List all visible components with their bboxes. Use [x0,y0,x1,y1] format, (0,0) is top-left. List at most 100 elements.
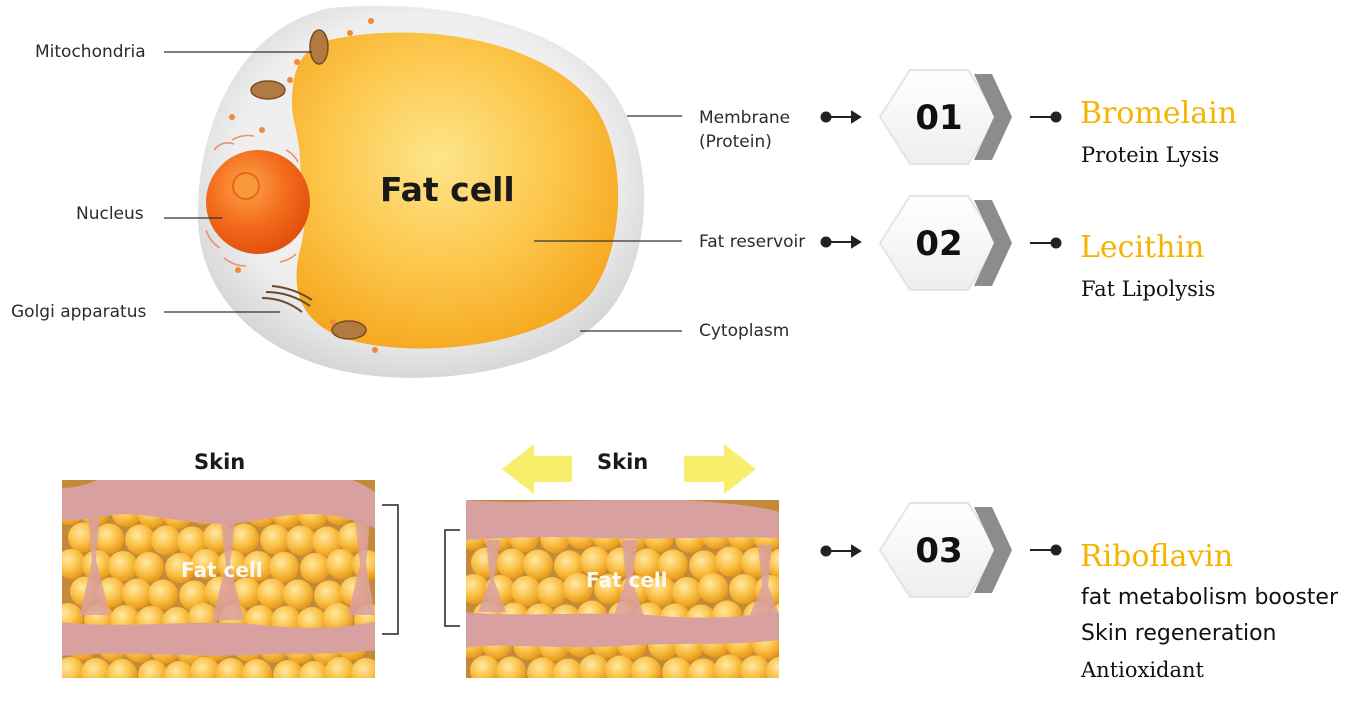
fat-globule [466,574,489,604]
fat-globule [81,658,111,678]
fat-globule [527,657,557,678]
ingredient-effect: Skin regeneration [1081,621,1277,646]
label-membrane: Membrane [699,108,791,128]
ingredient-effect: Protein Lysis [1081,143,1220,167]
arrow-left-icon [502,444,572,494]
connective-septa [80,515,375,620]
fat-globule [646,576,676,606]
fat-droplet [292,32,619,349]
fat-globule [94,523,124,554]
fat-globule [689,550,719,581]
nucleus-shape [206,150,310,254]
step-badge-03 [878,502,1012,598]
step-number: 03 [915,531,963,571]
fat-globule [688,658,718,678]
label-golgi: Golgi apparatus [11,302,147,322]
fat-globule [179,580,209,611]
fat-globule [351,658,375,678]
fat-globule [260,524,290,555]
label-membrane-sub: (Protein) [699,132,772,152]
label-fat-reservoir: Fat reservoir [699,232,806,252]
label-cytoplasm: Cytoplasm [699,321,790,341]
fat-globule [715,546,745,577]
fat-globule [326,549,356,579]
fat-globule [242,659,272,678]
fat-globule [62,549,86,579]
nucleolus-shape [232,172,260,200]
endoplasmic-reticulum [205,134,299,267]
fat-globule [216,658,246,678]
fat-globule [325,657,355,678]
fat-globule [138,660,168,678]
fat-globule [563,573,593,603]
fat-globule [470,655,500,678]
fat-globule [283,579,313,610]
ingredient-effect: fat metabolism booster [1081,585,1339,610]
step-badge-01 [878,69,1012,165]
skin-section-after [466,500,779,678]
ingredient-name: Riboflavin [1080,539,1234,574]
fat-globule [714,654,744,678]
stretch-arrows [502,444,756,494]
connective-septa [478,540,779,615]
step-number: 01 [915,98,963,138]
fat-globule [151,525,181,556]
thickness-bracket [444,529,460,627]
fat-globule [243,551,273,581]
fat-globule [580,546,610,577]
golgi-shape [261,285,313,313]
chevron-right-icon [974,74,1012,160]
fat-globule [165,553,195,583]
fat-globule [107,659,137,678]
chevron-right-icon [974,507,1012,593]
fat-globule [286,525,316,556]
fat-cell-illustration [197,5,645,378]
fat-globule [300,553,330,583]
fat-globule [269,552,299,582]
fat-globule [177,526,207,557]
fat-cell-label-before: Fat cell [181,558,263,582]
fat-globule [299,661,329,678]
fat-globule [229,523,259,554]
ingredient-name: Bromelain [1080,96,1238,131]
fat-globule [766,656,779,678]
fat-globule [122,578,152,609]
mitochondrion [250,80,286,100]
chevron-right-icon [974,200,1012,286]
fat-globule [312,526,342,557]
skin-layer-middle [466,612,779,648]
fat-globule [658,549,688,580]
fat-globule [148,579,178,610]
fat-globule [554,550,584,581]
fat-globule [740,655,770,678]
fat-globule [698,573,728,603]
fat-globule [767,548,779,579]
fat-globule [553,658,583,678]
skin-layer-top [466,500,779,540]
fat-globule [594,574,624,604]
fat-globule [273,660,303,678]
thickness-bracket [382,504,399,635]
fat-globule [134,552,164,582]
fat-globule [631,656,661,678]
fat-globule [523,549,553,580]
fat-globule [108,551,138,581]
fat-globule [191,549,221,579]
skin-title-before: Skin [194,450,246,474]
skin-title-after: Skin [597,450,649,474]
fat-globule [257,578,287,609]
fat-globule [190,657,220,678]
fat-globule [605,655,635,678]
fat-globule [632,548,662,579]
cell-title: Fat cell [380,170,515,209]
fat-globule [662,657,692,678]
fat-globule [497,548,527,579]
fat-cell-label-after: Fat cell [586,568,668,592]
arrow-right-icon [684,444,756,494]
skin-layer-top [62,480,375,528]
fat-globule [579,654,609,678]
cell-leader-lines [164,51,682,332]
fat-globule [164,661,194,678]
